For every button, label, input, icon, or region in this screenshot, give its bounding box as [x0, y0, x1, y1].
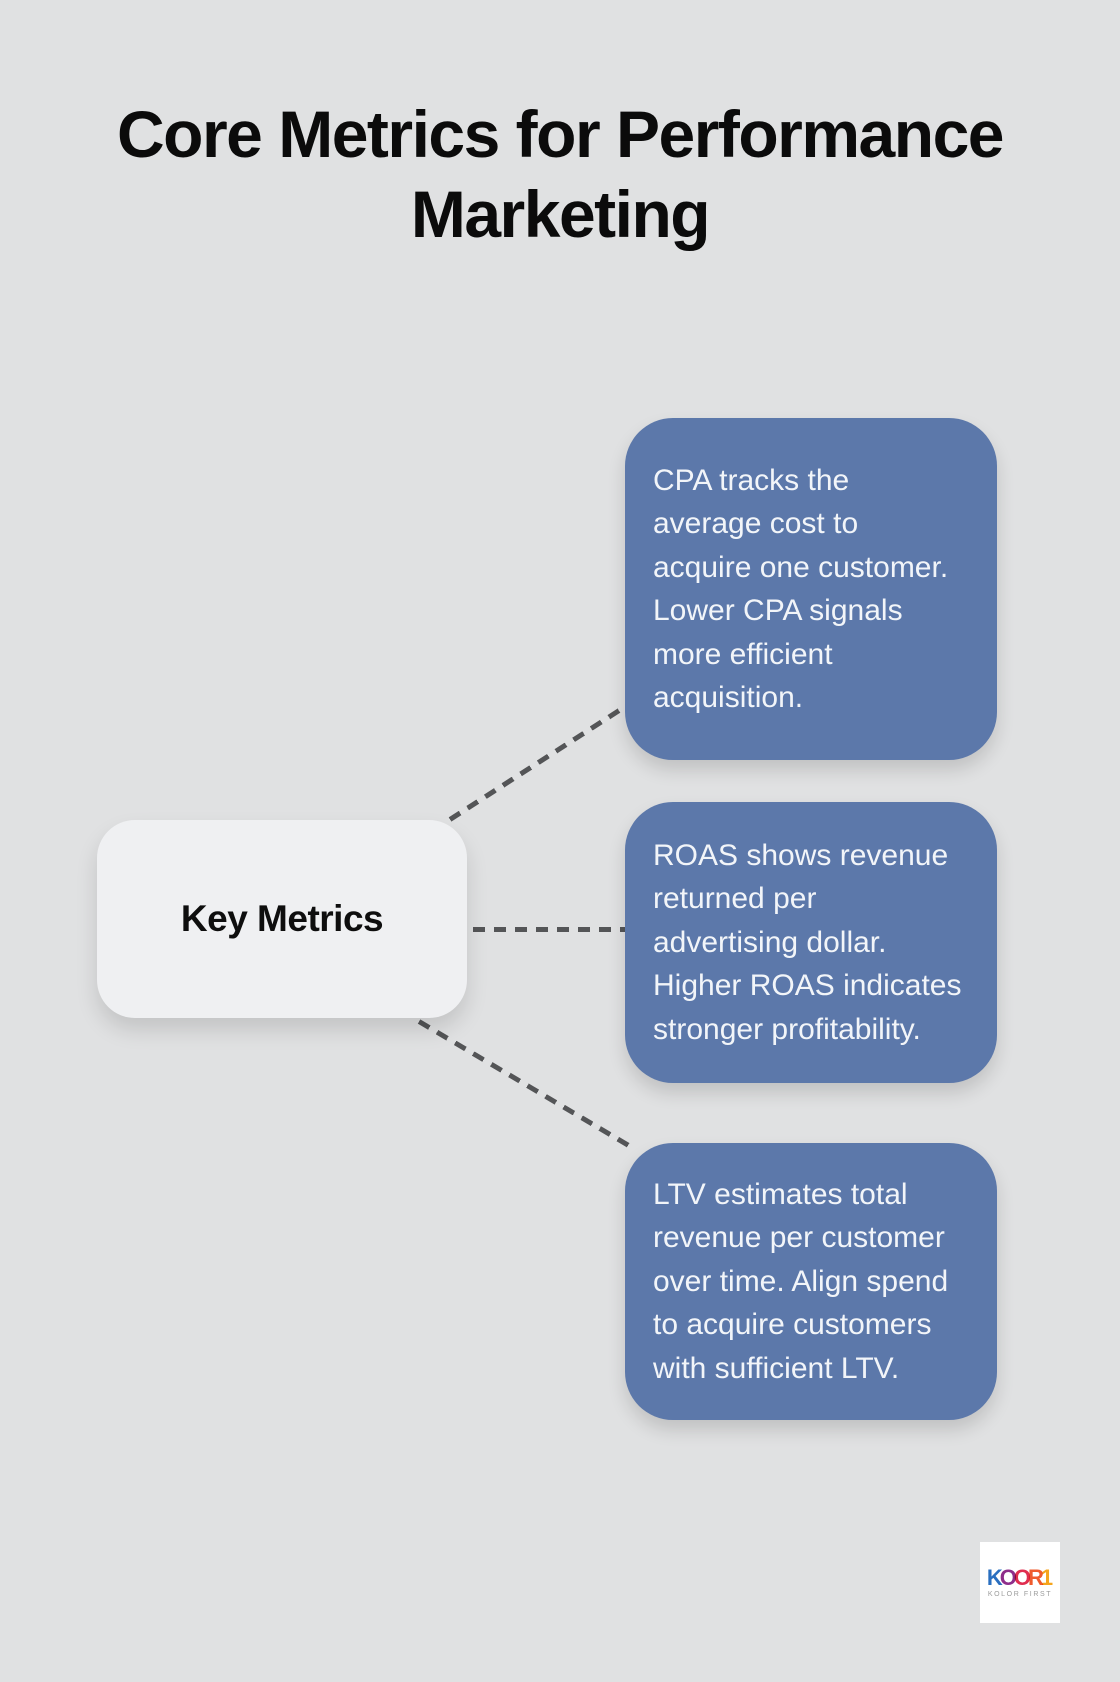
- branch-node-cpa-text: CPA tracks the average cost to acquire o…: [653, 463, 949, 715]
- logo-letter: O: [999, 1565, 1017, 1590]
- logo-letter: R: [1028, 1565, 1044, 1590]
- branch-node-roas-text: ROAS shows revenue returned per advertis…: [653, 838, 962, 1046]
- center-node-label: Key Metrics: [180, 898, 384, 939]
- logo-letter: 1: [1040, 1565, 1053, 1590]
- connector-line-cpa: [448, 703, 629, 822]
- branch-node-roas: ROAS shows revenue returned per advertis…: [625, 802, 997, 1083]
- logo-wordmark: KOOR1: [987, 1567, 1053, 1589]
- logo-letter: O: [1013, 1565, 1031, 1590]
- connector-line-ltv: [417, 1019, 633, 1149]
- branch-node-ltv-text: LTV estimates total revenue per customer…: [653, 1177, 949, 1385]
- center-node-key-metrics: Key Metrics: [97, 820, 467, 1018]
- logo-letter: K: [986, 1565, 1003, 1590]
- logo-tagline: KOLOR FIRST: [987, 1591, 1053, 1598]
- page-title: Core Metrics for Performance Marketing: [117, 97, 1004, 251]
- logo-card: KOOR1 KOLOR FIRST: [980, 1542, 1060, 1623]
- branch-node-ltv: LTV estimates total revenue per customer…: [625, 1143, 997, 1420]
- branch-node-cpa: CPA tracks the average cost to acquire o…: [625, 418, 997, 760]
- connector-line-roas: [473, 927, 626, 932]
